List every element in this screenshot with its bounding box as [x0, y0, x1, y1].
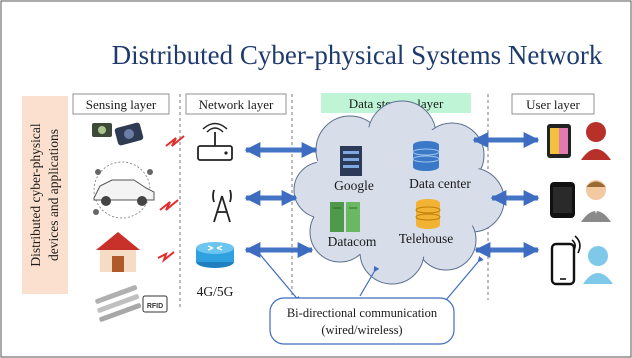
- smartphone-icon: [550, 182, 575, 218]
- side-label-line2: devices and applications: [46, 129, 61, 261]
- rfid-label: RFID: [147, 303, 163, 310]
- tablet-icon: [547, 124, 571, 158]
- network-label-4g5g: 4G/5G: [197, 284, 234, 299]
- layer-header-network-label: Network layer: [199, 97, 274, 112]
- layer-header-sensing: Sensing layer: [72, 93, 170, 115]
- side-label-line1: Distributed cyber-physical: [28, 123, 43, 267]
- rfid-tags-icon: RFID: [95, 285, 168, 322]
- arrow-storage-user: [472, 131, 540, 259]
- callout-line1: Bi-directional communication: [287, 306, 438, 320]
- side-label: Distributed cyber-physical devices and a…: [22, 96, 68, 294]
- database-icon: [412, 141, 440, 171]
- layer-header-user: User layer: [511, 93, 595, 115]
- router-icon: [197, 122, 233, 161]
- arrow-network-storage: [244, 141, 318, 259]
- router-4g5g-icon: [196, 242, 234, 268]
- layer-header-network: Network layer: [185, 93, 287, 115]
- server-icon: [340, 146, 362, 176]
- car-icon: [93, 161, 155, 219]
- communication-callout: Bi-directional communication (wired/wire…: [257, 251, 484, 345]
- user-avatar-icon: [581, 180, 611, 222]
- user-avatar-icon: [583, 246, 613, 284]
- svg-text:Distributed cyber-physical: Distributed cyber-physical: [28, 123, 43, 267]
- camera-sensor-icon: [92, 122, 144, 146]
- callout-line2: (wired/wireless): [321, 323, 402, 337]
- smartphone-wifi-icon: [550, 235, 581, 286]
- storage-node-telehouse: Telehouse: [399, 231, 454, 246]
- layer-header-sensing-label: Sensing layer: [86, 97, 157, 112]
- storage-node-google: Google: [334, 178, 374, 193]
- storage-node-data-center: Data center: [409, 176, 471, 191]
- database-icon: [415, 199, 441, 229]
- home-icon: [96, 232, 140, 272]
- layer-header-user-label: User layer: [526, 97, 580, 112]
- server-rack-icon: [330, 202, 360, 232]
- user-avatar-icon: [581, 122, 611, 160]
- svg-text:devices and applications: devices and applications: [46, 129, 61, 261]
- diagram-title: Distributed Cyber-physical Systems Netwo…: [112, 40, 603, 70]
- antenna-tower-icon: [212, 189, 232, 223]
- storage-node-datacom: Datacom: [328, 234, 377, 249]
- wireless-link-icon: [157, 135, 185, 263]
